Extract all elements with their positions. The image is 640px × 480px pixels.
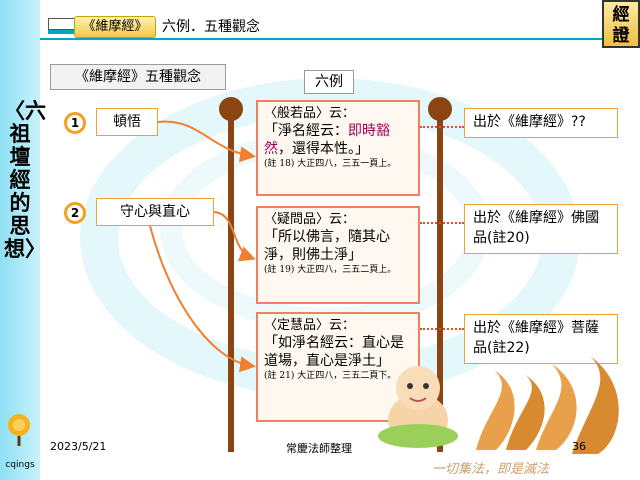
quote-box: 〈定慧品〉云： 「如淨名經云：直心是道場，直心是淨土」 (註 21) 大正四八，… xyxy=(256,312,420,422)
concepts-label: 《維摩經》五種觀念 xyxy=(50,64,226,90)
dotted-connector xyxy=(420,126,464,128)
quote-heading: 〈疑問品〉云： xyxy=(264,212,356,227)
source-box: 出於《維摩經》菩薩品(註22) xyxy=(464,314,618,364)
pole-right xyxy=(437,112,443,452)
corner-badge: 經證 xyxy=(602,0,640,48)
quote-box: 〈疑問品〉云： 「所以佛言，隨其心淨，則佛土淨」 (註 19) 大正四八，三五二… xyxy=(256,206,420,304)
tree-logo-icon xyxy=(8,414,30,446)
header-bar-decor xyxy=(48,30,78,34)
quote-footnote: (註 21) 大正四八，三五二頁下。 xyxy=(264,371,397,381)
item-number-badge: 2 xyxy=(64,202,86,224)
dotted-connector xyxy=(420,328,464,330)
pole-left xyxy=(228,112,234,452)
left-band xyxy=(0,0,40,480)
item-number-badge: 1 xyxy=(64,112,86,134)
quote-footnote: (註 18) 大正四八，三五一頁上。 xyxy=(264,159,397,169)
page-subtitle: 六例．五種觀念 xyxy=(162,19,260,35)
monk-and-flames-illustration xyxy=(378,356,619,454)
quote-highlight: 即時豁然 xyxy=(264,123,390,157)
footer-date: 2023/5/21 xyxy=(50,440,107,453)
source-box: 出於《維摩經》佛國品(註20) xyxy=(464,204,618,254)
six-examples-label: 六例 xyxy=(304,70,354,94)
quote-heading: 〈般若品〉云： xyxy=(264,106,356,121)
page-number: 36 xyxy=(572,440,586,453)
dotted-connector xyxy=(420,222,464,224)
header-pill: 《維摩經》 xyxy=(74,16,156,38)
quote-text: ，還得本性。」 xyxy=(278,141,369,157)
quote-text: 「淨名經云： xyxy=(264,123,348,139)
quote-body: 「如淨名經云：直心是道場，直心是淨土」 xyxy=(264,335,404,369)
quote-body: 「所以佛言，隨其心淨，則佛土淨」 xyxy=(264,229,390,263)
corner-badge-text: 經證 xyxy=(612,5,630,46)
footer-slogan: 一切集法，即是滅法 xyxy=(432,462,550,477)
quote-heading: 〈定慧品〉云： xyxy=(264,318,356,333)
quote-body: 「淨名經云：即時豁然，還得本性。」 xyxy=(264,122,412,158)
source-box: 出於《維摩經》?? xyxy=(464,108,618,138)
quote-box: 〈般若品〉云： 「淨名經云：即時豁然，還得本性。」 (註 18) 大正四八，三五… xyxy=(256,100,420,196)
item-box: 守心與直心 xyxy=(96,198,214,226)
header-rule xyxy=(40,38,602,40)
item-box: 頓悟 xyxy=(96,108,158,136)
quote-footnote: (註 19) 大正四八，三五二頁上。 xyxy=(264,265,397,275)
logo-text: cqings xyxy=(5,460,35,470)
footer-author: 常慶法師整理 xyxy=(286,442,352,455)
vertical-title: 〈六祖壇經的思想〉 xyxy=(4,99,46,261)
